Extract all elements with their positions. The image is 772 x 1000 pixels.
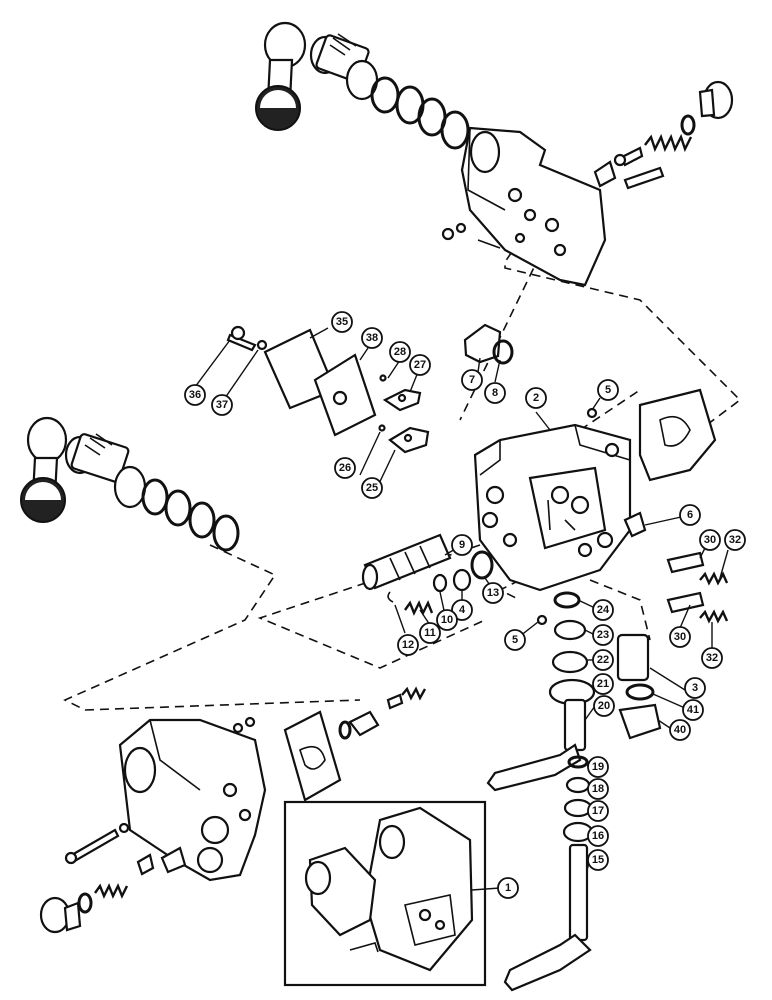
callout-22-label: 22 (597, 654, 609, 666)
callout-4: 4 (451, 599, 473, 621)
callout-32a-label: 32 (729, 534, 741, 546)
callout-23-label: 23 (597, 629, 609, 641)
callout-1: 1 (497, 877, 519, 899)
callout-11: 11 (419, 622, 441, 644)
callout-3: 3 (684, 677, 706, 699)
main-valve-body (473, 423, 632, 592)
callout-24: 24 (592, 599, 614, 621)
callout-16-label: 16 (592, 830, 604, 842)
callout-12: 12 (397, 634, 419, 656)
callout-6: 6 (679, 504, 701, 526)
callout-15-label: 15 (592, 854, 604, 866)
callout-10-label: 10 (441, 614, 453, 626)
callout-24-label: 24 (597, 604, 610, 616)
callouts: 1 2 3 4 5 5 6 7 8 9 10 11 12 13 15 16 17… (184, 311, 746, 899)
callout-8: 8 (484, 382, 506, 404)
top-oring-1 (370, 76, 400, 114)
callout-10: 10 (436, 609, 458, 631)
callout-21-label: 21 (597, 678, 609, 690)
callout-25: 25 (361, 477, 383, 499)
callout-16: 16 (587, 825, 609, 847)
right-gasket (638, 388, 717, 482)
top-valve-body (460, 126, 607, 287)
callout-25-label: 25 (366, 482, 378, 494)
callout-38: 38 (361, 327, 383, 349)
callout-28: 28 (389, 341, 411, 363)
callout-30a: 30 (699, 529, 721, 551)
callout-23: 23 (592, 624, 614, 646)
callout-19-label: 19 (592, 761, 604, 773)
callout-22: 22 (592, 649, 614, 671)
callout-18-label: 18 (592, 783, 604, 795)
callout-20: 20 (593, 695, 615, 717)
upper-lever-shaft (486, 698, 587, 792)
callout-32b: 32 (701, 647, 723, 669)
callout-9-label: 9 (459, 539, 465, 551)
callout-30a-label: 30 (704, 534, 716, 546)
lower-left-valve (39, 686, 427, 934)
callout-17-label: 17 (592, 805, 604, 817)
callout-26: 26 (334, 457, 356, 479)
callout-40: 40 (669, 719, 691, 741)
top-spool (309, 33, 379, 101)
callout-27-label: 27 (414, 359, 426, 371)
callout-5a-label: 5 (605, 384, 611, 396)
callout-30b: 30 (669, 626, 691, 648)
callout-28-label: 28 (394, 346, 406, 358)
callout-35: 35 (331, 311, 353, 333)
callout-41: 41 (682, 699, 704, 721)
callout-32a: 32 (724, 529, 746, 551)
top-oring-4 (440, 110, 470, 150)
callout-3-label: 3 (692, 682, 698, 694)
callout-5a: 5 (597, 379, 619, 401)
callout-6-label: 6 (687, 509, 693, 521)
callout-19: 19 (587, 756, 609, 778)
callout-20-label: 20 (598, 700, 610, 712)
callout-5b: 5 (504, 629, 526, 651)
callout-37: 37 (211, 394, 233, 416)
assembly-inset (283, 800, 487, 987)
callout-7: 7 (461, 369, 483, 391)
callout-4-label: 4 (459, 604, 466, 616)
callout-13: 13 (482, 582, 504, 604)
callout-17: 17 (587, 800, 609, 822)
callout-36: 36 (184, 384, 206, 406)
callout-2-label: 2 (533, 392, 539, 404)
callout-40-label: 40 (674, 724, 686, 736)
callout-15: 15 (587, 849, 609, 871)
callout-27: 27 (409, 354, 431, 376)
callout-41-label: 41 (687, 704, 699, 716)
callout-5b-label: 5 (512, 634, 518, 646)
top-poppet (593, 160, 617, 188)
callout-18: 18 (587, 778, 609, 800)
callout-7-label: 7 (469, 374, 475, 386)
callout-36-label: 36 (189, 389, 201, 401)
callout-38-label: 38 (366, 332, 378, 344)
top-spool-valve (255, 21, 734, 287)
callout-9: 9 (451, 534, 473, 556)
callout-11-label: 11 (424, 627, 436, 639)
center-spool (361, 533, 452, 591)
lower-lever-shaft (503, 843, 592, 992)
callout-1-label: 1 (505, 882, 511, 894)
callout-37-label: 37 (216, 399, 228, 411)
callout-13-label: 13 (487, 587, 499, 599)
callout-8-label: 8 (492, 387, 498, 399)
callout-26-label: 26 (339, 462, 351, 474)
callout-35-label: 35 (336, 316, 348, 328)
callout-30b-label: 30 (674, 631, 686, 643)
callout-2: 2 (525, 387, 547, 409)
callout-32b-label: 32 (706, 652, 718, 664)
left-spool-valve (20, 416, 240, 552)
callout-21: 21 (592, 673, 614, 695)
callout-12-label: 12 (402, 639, 414, 651)
